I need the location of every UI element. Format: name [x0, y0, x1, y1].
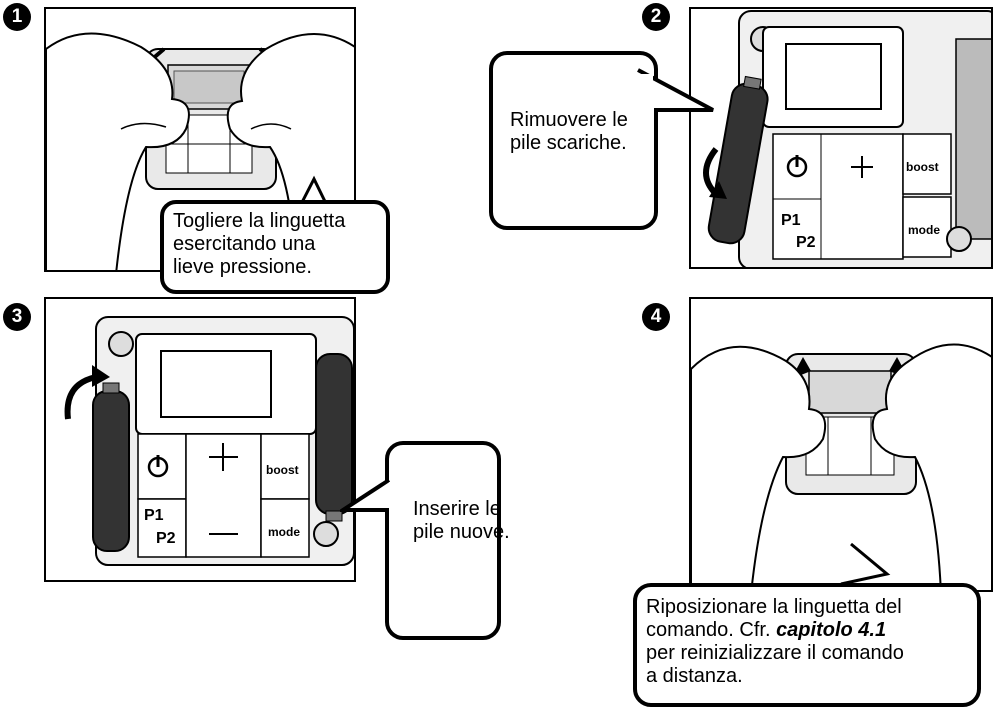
- step-number-2: 2: [642, 3, 670, 31]
- left-hand-icon: [46, 32, 190, 270]
- step-3-panel: boost mode P1 P2: [44, 297, 356, 582]
- remove-batteries-illustration: [703, 10, 991, 267]
- step-number-4: 4: [642, 303, 670, 331]
- left-hand-icon: [691, 345, 827, 590]
- step-2-callout-bubble: [489, 51, 714, 230]
- step-1-callout-bubble: [160, 200, 390, 294]
- step-4-callout-bubble: [633, 583, 981, 707]
- insert-batteries-illustration: [64, 316, 354, 566]
- right-hand-icon: [871, 343, 991, 590]
- step-3-callout-bubble: [340, 441, 501, 640]
- step-number-1: 1: [3, 3, 31, 31]
- battery-icon: [315, 353, 353, 522]
- step-3-p2-label: P2: [156, 530, 176, 547]
- step-2-mode-label: mode: [908, 223, 941, 237]
- step-4-text-line-1: Riposizionare la linguetta del: [646, 596, 902, 618]
- step-3-mode-label: mode: [268, 525, 301, 539]
- battery-icon: [92, 382, 130, 552]
- step-2-text-line-2: pile scariche.: [510, 132, 627, 154]
- step-2-p2-label: P2: [796, 234, 816, 251]
- step-2-boost-label: boost: [906, 160, 939, 174]
- step-3-text-line-1: Inserire le: [413, 498, 501, 520]
- refit-tab-illustration: [691, 343, 991, 590]
- step-4-text-line-2-prefix: comando. Cfr.: [646, 619, 777, 641]
- step-4-text-line-4: a distanza.: [646, 665, 743, 687]
- step-4-panel: [689, 297, 993, 592]
- step-2-text-line-1: Rimuovere le: [510, 109, 628, 131]
- step-2-panel: boost mode P1 P2: [689, 7, 993, 269]
- step-3-p1-label: P1: [144, 507, 164, 524]
- step-4-text-line-2: comando. Cfr. capitolo 4.1: [646, 619, 886, 642]
- step-1-text-line-1: Togliere la linguetta: [173, 210, 346, 232]
- step-3-text-line-2: pile nuove.: [413, 521, 510, 543]
- battery-icon: [707, 75, 769, 245]
- chapter-reference: capitolo 4.1: [776, 619, 887, 641]
- step-4-text-line-3: per reinizializzare il comando: [646, 642, 904, 664]
- step-1-text-line-2: esercitando una: [173, 233, 316, 255]
- step-3-boost-label: boost: [266, 463, 299, 477]
- step-number-3: 3: [3, 303, 31, 331]
- step-1-text-line-3: lieve pressione.: [173, 256, 312, 278]
- step-2-p1-label: P1: [781, 212, 801, 229]
- arrow-icon: [64, 374, 97, 420]
